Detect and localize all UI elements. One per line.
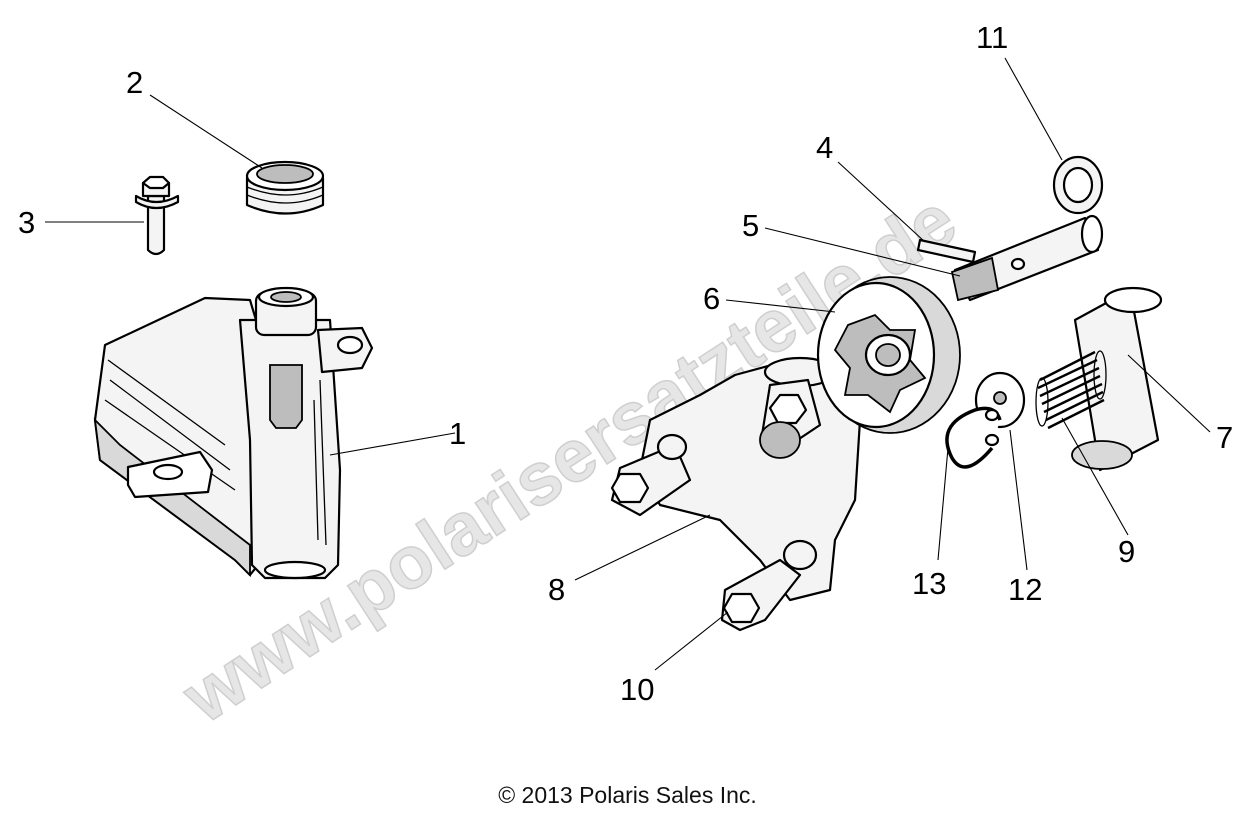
leader-line-8 bbox=[574, 514, 711, 581]
callout-10: 10 bbox=[620, 672, 654, 707]
part-washer[interactable] bbox=[1052, 155, 1104, 215]
leader-line-6 bbox=[725, 299, 836, 313]
leader-line-11 bbox=[1004, 57, 1063, 161]
part-relief-valve[interactable] bbox=[1071, 286, 1163, 472]
leader-line-10 bbox=[654, 611, 729, 671]
callout-12: 12 bbox=[1008, 572, 1042, 607]
callout-9: 9 bbox=[1118, 534, 1135, 569]
part-pump-cover[interactable] bbox=[610, 356, 862, 632]
leader-line-7 bbox=[1127, 354, 1211, 433]
callout-8: 8 bbox=[548, 572, 565, 607]
callout-5: 5 bbox=[742, 208, 759, 243]
part-drive-shaft[interactable] bbox=[950, 214, 1104, 302]
callout-2: 2 bbox=[126, 65, 143, 100]
leader-line-2 bbox=[149, 94, 263, 169]
part-snap-ring[interactable] bbox=[945, 406, 1002, 469]
callout-6: 6 bbox=[703, 281, 720, 316]
leader-line-13 bbox=[937, 447, 949, 561]
part-pin[interactable] bbox=[916, 238, 977, 264]
part-spring[interactable] bbox=[1035, 350, 1107, 430]
callout-3: 3 bbox=[18, 205, 35, 240]
callout-11: 11 bbox=[976, 20, 1008, 55]
leader-line-9 bbox=[1061, 417, 1129, 536]
callout-4: 4 bbox=[816, 130, 833, 165]
leader-line-5 bbox=[764, 227, 961, 277]
copyright-notice: © 2013 Polaris Sales Inc. bbox=[498, 782, 757, 808]
leader-line-12 bbox=[1009, 429, 1028, 571]
callout-7: 7 bbox=[1216, 420, 1233, 455]
part-bolt[interactable] bbox=[134, 175, 180, 256]
leader-line-4 bbox=[837, 161, 926, 243]
callout-1: 1 bbox=[449, 416, 466, 451]
part-pump-rotor[interactable] bbox=[816, 276, 961, 434]
leader-line-1 bbox=[329, 432, 456, 456]
callout-13: 13 bbox=[912, 566, 946, 601]
part-oil-filter-housing[interactable] bbox=[93, 286, 374, 580]
part-plug[interactable] bbox=[245, 160, 325, 215]
